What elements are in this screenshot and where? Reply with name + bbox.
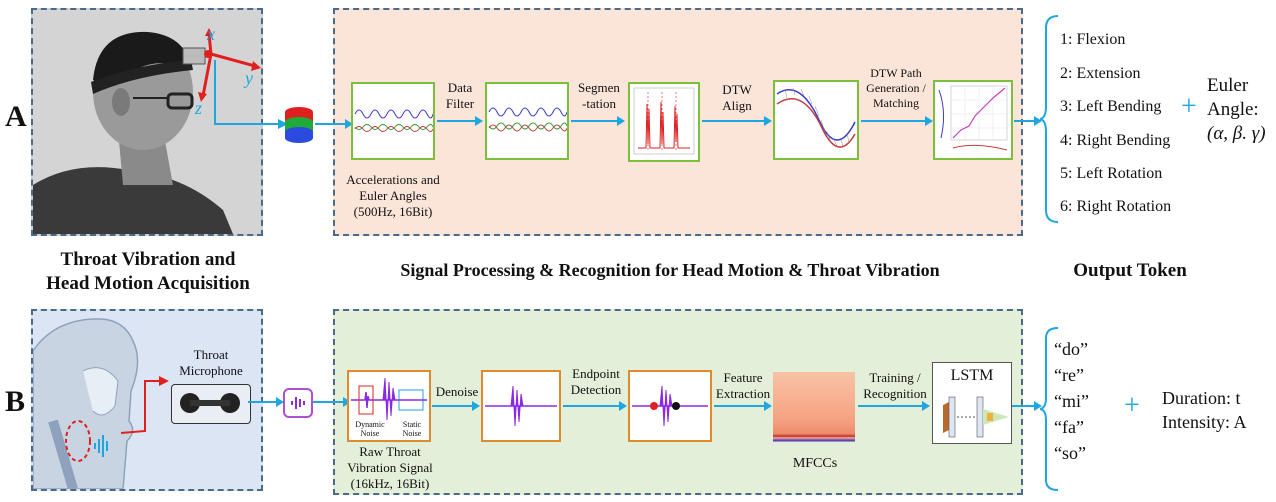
- endpoint-detection-label: Endpoint Detection: [570, 366, 622, 397]
- brace-outputs-a: [1040, 15, 1059, 223]
- brace-outputs-b: [1040, 327, 1059, 491]
- arrow-segmentation: [571, 116, 625, 126]
- arrow-feature-extraction: [714, 401, 772, 411]
- dtw-align-box: [773, 80, 859, 160]
- note-token: “so”: [1054, 443, 1086, 463]
- arrow-endpoint: [563, 401, 627, 411]
- euler-angle-label: Euler Angle: (α, β. γ): [1207, 75, 1266, 144]
- lstm-box: LSTM: [932, 362, 1012, 444]
- database-icon: [285, 107, 313, 143]
- duration-intensity-label: Duration: t Intensity: A: [1162, 388, 1247, 432]
- note-token: “mi”: [1054, 391, 1089, 411]
- throat-anatomy-illustration: [33, 318, 169, 489]
- raw-throat-label: Raw Throat Vibration Signal (16kHz, 16Bi…: [347, 444, 433, 491]
- lstm-label: LSTM: [950, 367, 994, 384]
- filtered-signal-box: [485, 82, 569, 160]
- arrow-mic-to-audio: [248, 397, 284, 407]
- feature-extraction-label: Feature Extraction: [715, 370, 771, 401]
- microphone-label: Throat Microphone: [179, 347, 243, 378]
- arrow-dtw-path: [861, 116, 933, 126]
- audio-file-icon: [283, 388, 313, 418]
- throat-acquisition-panel: Throat Microphone: [31, 309, 263, 491]
- dtw-align-label: DTW Align: [722, 82, 752, 113]
- motion-output-item: 5: Left Rotation: [1060, 165, 1163, 182]
- waveform-icon: [291, 397, 305, 409]
- axis-y-label: y: [245, 68, 253, 88]
- imu-axes: [198, 28, 261, 102]
- throat-microphone: [171, 384, 251, 424]
- arrow-training: [858, 401, 930, 411]
- axis-x-label: x: [207, 24, 215, 44]
- endpoint-signal-box: [628, 370, 712, 442]
- segmentation-plot: [633, 87, 695, 155]
- mfcc-label: MFCCs: [792, 456, 838, 471]
- dtw-align-plot: [776, 87, 856, 148]
- acquisition-caption: Throat Vibration and Head Motion Acquisi…: [46, 249, 250, 294]
- arrow-data-filter: [437, 116, 483, 126]
- output-token-caption: Output Token: [1073, 260, 1187, 281]
- dynamic-noise-label: Dynamic Noise: [355, 420, 385, 438]
- row-b-letter: B: [5, 385, 26, 418]
- motion-output-item: 6: Right Rotation: [1060, 198, 1172, 215]
- dtw-matching-box: [933, 80, 1013, 160]
- sensor-link-arrow: [214, 60, 288, 129]
- raw-imu-label: Accelerations and Euler Angles (500Hz, 1…: [346, 172, 440, 219]
- filtered-plot: [488, 107, 568, 132]
- note-token: “do”: [1054, 339, 1088, 359]
- raw-imu-plot: [354, 109, 434, 132]
- segmentation-box: [628, 82, 700, 162]
- denoised-plot: [485, 385, 557, 427]
- head-photo-illustration: [33, 10, 261, 234]
- row-a-letter: A: [5, 100, 27, 133]
- motion-output-item: 2: Extension: [1060, 65, 1141, 82]
- plus-sign-b: +: [1124, 390, 1140, 421]
- processing-caption: Signal Processing & Recognition for Head…: [400, 260, 940, 280]
- dtw-path-label: DTW Path Generation / Matching: [866, 66, 926, 110]
- arrow-db-to-panel: [315, 119, 353, 129]
- arrow-denoise: [432, 401, 480, 411]
- endpoint-plot: [632, 385, 708, 427]
- mfcc-heatmap: [773, 372, 855, 442]
- denoise-label: Denoise: [435, 384, 479, 399]
- note-token: “fa”: [1054, 417, 1084, 437]
- raw-throat-plot: [351, 377, 427, 421]
- raw-throat-signal-box: Dynamic Noise Static Noise: [347, 370, 431, 442]
- segmentation-label: Segmen -tation: [578, 80, 620, 111]
- motion-output-item: 1: Flexion: [1060, 31, 1126, 48]
- arrow-to-outputs-a: [1014, 116, 1042, 126]
- dtw-matching-plot: [938, 85, 1008, 151]
- data-filter-label: Data Filter: [445, 80, 475, 111]
- axis-z-label: z: [195, 98, 203, 118]
- lstm-network-icon: [943, 396, 1009, 438]
- static-noise-label: Static Noise: [402, 420, 422, 438]
- denoised-signal-box: [481, 370, 561, 442]
- arrow-dtw-align: [702, 116, 772, 126]
- motion-output-item: 3: Left Bending: [1060, 98, 1162, 115]
- motion-output-item: 4: Right Bending: [1060, 132, 1171, 149]
- head-acquisition-panel: x y z: [31, 8, 263, 236]
- note-token: “re”: [1054, 365, 1084, 385]
- raw-imu-signal-box: [351, 82, 435, 160]
- arrow-to-outputs-b: [1012, 401, 1042, 411]
- plus-sign-a: +: [1181, 91, 1197, 122]
- microphone-icon: [180, 393, 240, 413]
- training-recognition-label: Training / Recognition: [863, 370, 927, 401]
